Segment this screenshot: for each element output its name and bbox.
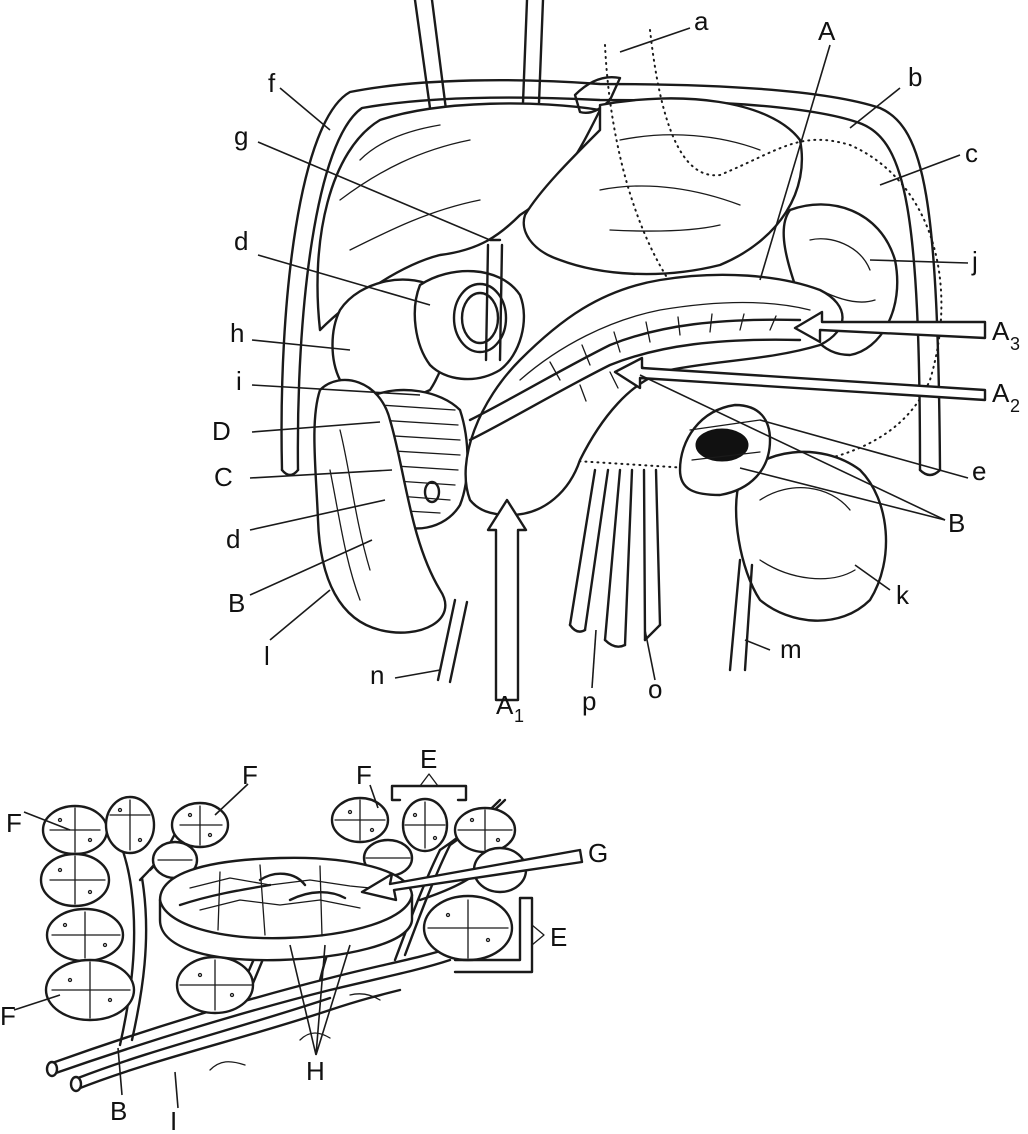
arrow-A2: [613, 356, 987, 402]
label-F-far-left: F: [6, 808, 22, 838]
label-F-top-center: F: [356, 760, 372, 790]
label-E-right: E: [550, 922, 567, 952]
svg-text:A: A: [992, 316, 1010, 346]
label-D: D: [212, 416, 231, 446]
label-k: k: [896, 580, 910, 610]
label-b: b: [908, 62, 922, 92]
label-E-top: E: [420, 744, 437, 774]
label-n: n: [370, 660, 384, 690]
label-A2: A 2: [992, 378, 1020, 416]
lower-diagram: F E F F G E F H B I: [0, 744, 608, 1134]
label-A: A: [818, 16, 836, 46]
bracket-E-top: [390, 773, 468, 802]
arrow-A1: [486, 498, 528, 702]
label-p: p: [582, 686, 596, 716]
label-m: m: [780, 634, 802, 664]
label-B-bottom: B: [110, 1096, 127, 1126]
svg-text:A: A: [496, 690, 514, 720]
arrow-G: [360, 848, 584, 902]
right-kidney: [313, 378, 447, 634]
svg-text:2: 2: [1010, 396, 1020, 416]
label-h: h: [230, 318, 244, 348]
label-o: o: [648, 674, 662, 704]
label-g: g: [234, 121, 248, 151]
label-A1: A 1: [496, 690, 524, 726]
label-B-left: B: [228, 588, 245, 618]
svg-text:A: A: [992, 378, 1010, 408]
islet: [158, 856, 414, 962]
label-c: c: [965, 138, 978, 168]
bile-duct: [484, 238, 504, 362]
label-j: j: [971, 246, 978, 276]
diaphragm: [280, 79, 942, 472]
label-H: H: [306, 1056, 325, 1086]
label-A3: A 3: [992, 316, 1020, 354]
label-F-top-left: F: [242, 760, 258, 790]
label-C: C: [214, 462, 233, 492]
label-d-lower: d: [226, 524, 240, 554]
label-F-bottom-left: F: [0, 1001, 16, 1031]
pancreatic-duct: [468, 318, 802, 422]
label-i: i: [236, 366, 242, 396]
label-a: a: [694, 6, 709, 36]
label-f: f: [268, 68, 276, 98]
label-e: e: [972, 456, 986, 486]
liver: [316, 102, 602, 332]
label-l: l: [264, 641, 270, 671]
label-B-right: B: [948, 508, 965, 538]
leader-lines-upper: [249, 27, 969, 689]
left-kidney: [734, 450, 888, 622]
label-G: G: [588, 838, 608, 868]
left-ureter: [728, 558, 754, 672]
leader-lines-lower: [13, 783, 379, 1109]
svg-text:1: 1: [514, 706, 524, 726]
bracket-E-right: [453, 896, 545, 974]
label-I: I: [170, 1106, 177, 1134]
stomach-dotted-outline: [559, 29, 943, 472]
svg-text:3: 3: [1010, 334, 1020, 354]
right-ureter: [436, 598, 469, 684]
label-d-upper: d: [234, 226, 248, 256]
pancreas: [464, 273, 844, 517]
upper-diagram: a A b c f g d j h A 3 i A 2 D C e d B B …: [212, 0, 1020, 726]
mesenteric-vessels: [568, 468, 662, 647]
arrow-A3: [793, 310, 987, 344]
